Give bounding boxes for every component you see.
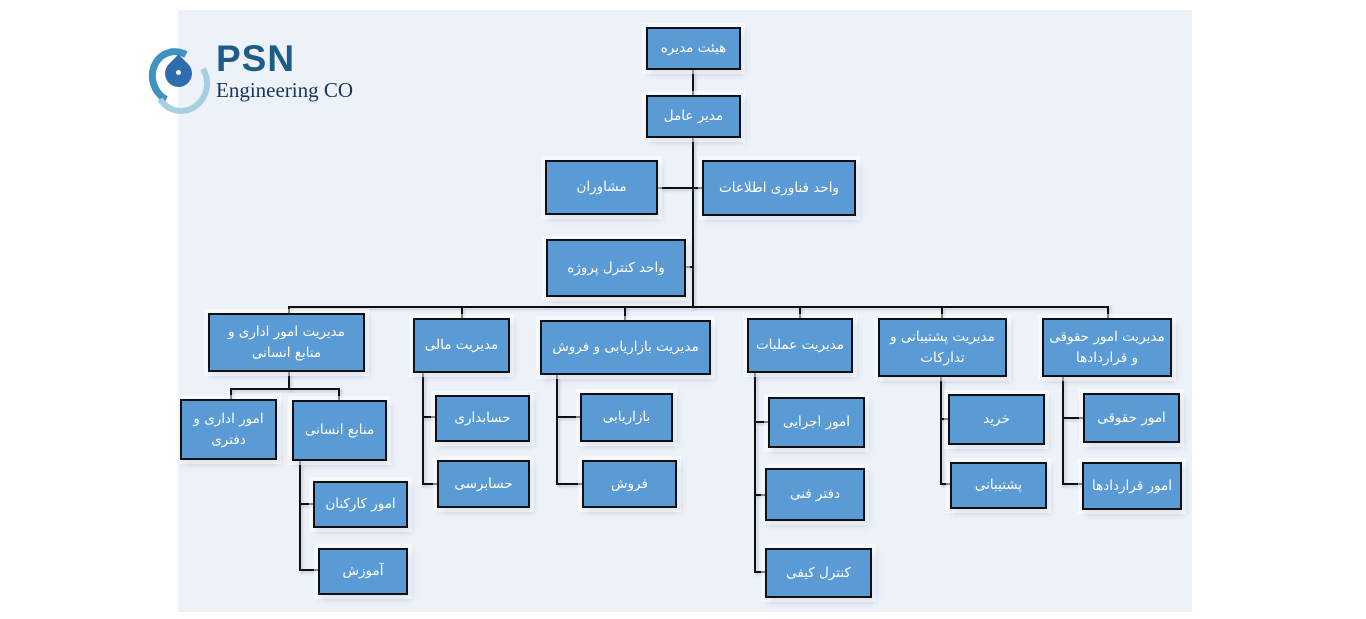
connector-line: [556, 416, 580, 418]
org-node-ceo: مدیر عامل: [646, 95, 741, 138]
org-node-human-resources: منابع انسانی: [292, 400, 387, 461]
connector-line: [686, 266, 694, 268]
connector-line: [288, 306, 1109, 308]
connector-line: [288, 306, 290, 315]
connector-line: [624, 306, 626, 322]
org-node-accounting: حسابداری: [435, 395, 530, 442]
org-node-auditing: حسابرسی: [437, 460, 530, 508]
connector-line: [1107, 306, 1109, 320]
psn-logo: PSN Engineering CO: [141, 38, 378, 120]
org-node-admin-office: امور اداری و دفتری: [180, 399, 277, 460]
brand-name: PSN: [216, 38, 296, 79]
connector-line: [422, 373, 424, 485]
water-drop-icon: [141, 40, 216, 120]
connector-line: [556, 483, 582, 485]
connector-line: [754, 494, 765, 496]
connector-line: [940, 483, 950, 485]
connector-line: [940, 418, 948, 420]
org-node-sales: فروش: [582, 460, 677, 508]
org-node-board: هیئت مدیره: [646, 27, 741, 70]
connector-line: [299, 503, 313, 505]
connector-line: [230, 388, 340, 390]
org-node-legal-contracts: مدیریت امور حقوقی و قراردادها: [1042, 318, 1172, 377]
connector-line: [799, 306, 801, 320]
droplet-highlight: [176, 70, 181, 75]
connector-line: [692, 138, 694, 308]
org-node-technical-office: دفتر فنی: [765, 468, 865, 521]
connector-line: [754, 421, 768, 423]
org-node-marketing-sales: مدیریت بازاریابی و فروش: [540, 320, 711, 375]
connector-line: [299, 461, 301, 571]
connector-line: [754, 571, 765, 573]
org-node-personnel: امور کارکنان: [313, 481, 408, 528]
connector-line: [1062, 483, 1082, 485]
org-node-purchasing: خرید: [948, 394, 1045, 445]
org-node-operations: مدیریت عملیات: [747, 318, 853, 373]
connector-line: [230, 388, 232, 401]
brand-subtitle: Engineering CO: [216, 78, 354, 102]
connector-line: [422, 416, 435, 418]
connector-line: [288, 372, 290, 390]
org-node-training: آموزش: [318, 548, 408, 595]
org-node-it-unit: واحد فناوری اطلاعات: [702, 160, 856, 216]
org-node-project-control: واحد کنترل پروژه: [546, 239, 686, 297]
connector-line: [692, 70, 694, 97]
org-node-legal-affairs: امور حقوقی: [1083, 393, 1180, 443]
connector-line: [556, 375, 558, 485]
org-node-quality-control: کنترل کیفی: [765, 548, 872, 598]
connector-line: [754, 373, 756, 573]
org-node-executive-affairs: امور اجرایی: [768, 397, 865, 448]
connector-line: [461, 306, 463, 320]
connector-line: [338, 388, 340, 402]
connector-line: [658, 187, 703, 189]
org-node-contract-affairs: امور قراردادها: [1082, 462, 1182, 510]
org-node-support-procurement: مدیریت پشتیبانی و تدارکات: [878, 318, 1007, 377]
connector-line: [940, 377, 942, 485]
org-node-consultants: مشاوران: [545, 160, 658, 215]
org-node-marketing: بازاریابی: [580, 393, 673, 442]
connector-line: [941, 306, 943, 320]
connector-line: [422, 483, 437, 485]
connector-line: [1062, 417, 1083, 419]
org-node-admin-hr: مدیریت امور اداری و منابع انسانی: [208, 313, 365, 372]
connector-line: [1062, 377, 1064, 485]
org-node-support: پشتیبانی: [950, 462, 1047, 509]
org-node-finance: مدیریت مالی: [413, 318, 510, 373]
connector-line: [299, 569, 318, 571]
